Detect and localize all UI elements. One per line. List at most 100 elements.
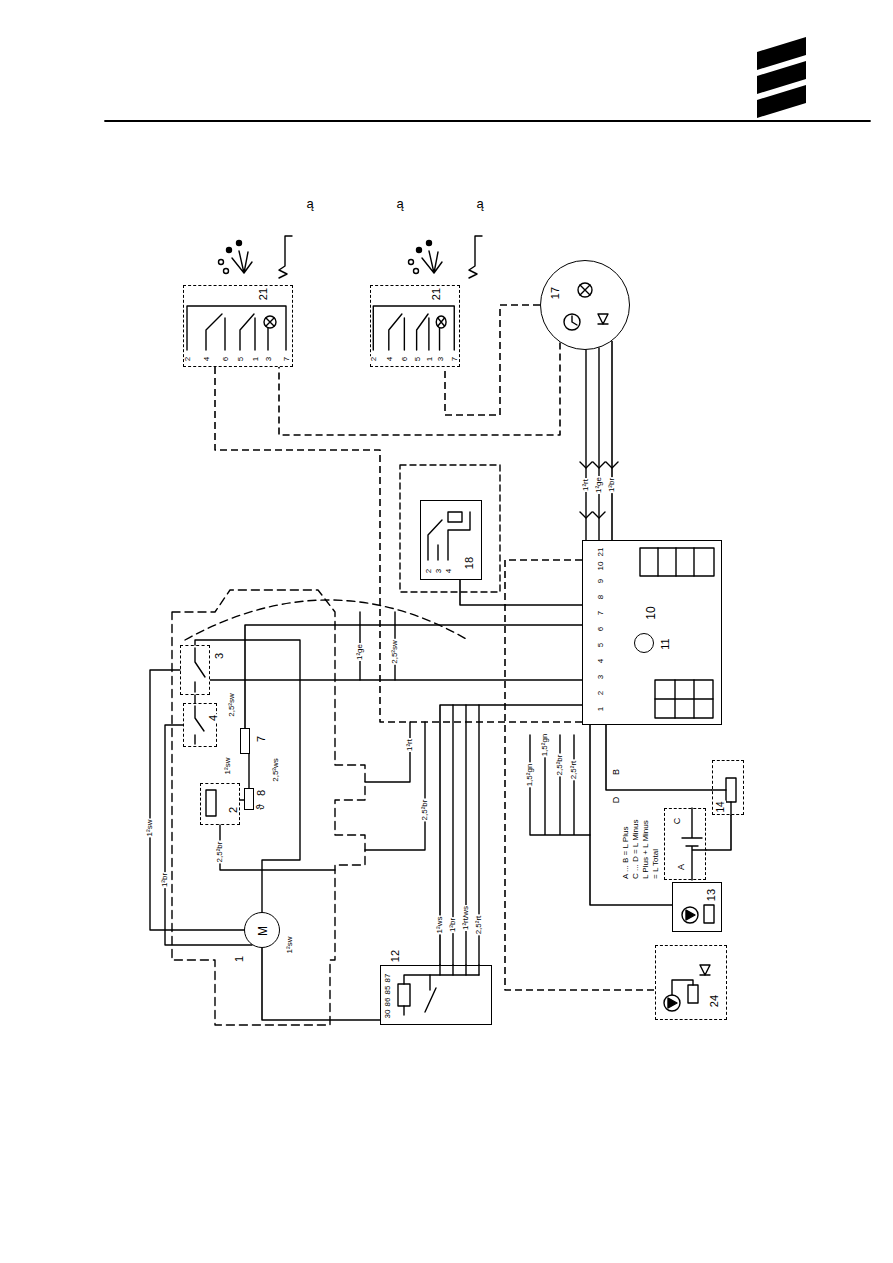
callout-number: 13 — [706, 888, 717, 902]
pump-symbol — [664, 965, 710, 1011]
wire-label: 1²rt/ws — [462, 905, 470, 931]
wire-label: 1²br — [161, 872, 169, 888]
logo-bar — [757, 85, 806, 118]
wire — [165, 725, 252, 945]
position-dot — [219, 260, 224, 265]
fuse-holder-circle: 11 — [634, 633, 654, 653]
terminal-letter: B — [612, 768, 621, 776]
wire — [150, 670, 244, 930]
relay-coil — [398, 984, 410, 1006]
pin-number: 3 — [435, 568, 443, 574]
wire — [360, 612, 395, 680]
pin-number: 4 — [597, 658, 605, 664]
pin-number: 7 — [451, 356, 459, 362]
pin-number: 7 — [597, 610, 605, 616]
header-glyph: ą — [395, 197, 404, 210]
wire-label: 2,5²rt — [475, 915, 483, 936]
plug-connector — [580, 462, 618, 518]
terminal-letter: A — [677, 863, 686, 871]
lamp-cross — [580, 285, 590, 295]
note-line: C ... D = L Minus — [632, 819, 640, 881]
callout-number: 21 — [258, 287, 269, 301]
wire-label: 1²ge — [595, 476, 603, 494]
pump-coil — [688, 985, 698, 1003]
note-line: L Plus + L Minus — [642, 819, 650, 880]
switch-wire — [428, 318, 429, 350]
thermostat-symbol — [400, 465, 500, 592]
callout-number: 17 — [550, 286, 561, 300]
switch-wire — [254, 318, 255, 350]
indicator-circle: 17 — [540, 260, 630, 350]
wire-label: 1²rt — [582, 478, 590, 492]
pin-number: 8 — [597, 594, 605, 600]
callout-number: 11 — [660, 637, 671, 650]
sensor-symbol — [448, 512, 462, 522]
pin-number: 5 — [597, 642, 605, 648]
pin-number: 6 — [222, 356, 230, 362]
pump-box: 13 — [672, 882, 722, 932]
wire-label: 1²ge — [356, 643, 364, 661]
callout-number: 24 — [709, 994, 720, 1008]
wire — [590, 725, 672, 905]
pin-number: 4 — [386, 356, 394, 362]
pin-number: 21 — [597, 547, 605, 558]
pin-number: 2 — [184, 356, 192, 362]
battery-symbol — [682, 808, 706, 880]
dashed-wire — [215, 367, 582, 722]
pump-wire — [672, 975, 710, 995]
switch-symbol — [195, 706, 204, 744]
wire — [245, 625, 582, 728]
callout-number: 18 — [464, 556, 475, 570]
switch-contact — [206, 314, 222, 350]
pin-number: 10 — [597, 561, 605, 572]
switch-position-symbol — [409, 236, 483, 278]
lamp-symbol — [436, 316, 446, 328]
callout-number: 14 — [716, 800, 726, 813]
motor-circle: 1M — [244, 912, 280, 948]
wire — [194, 695, 195, 703]
header-glyph: ą — [475, 197, 484, 210]
position-dot — [409, 260, 414, 265]
pump-triangle — [668, 998, 677, 1008]
wire-label: 2,5²sw — [391, 639, 399, 665]
callout-number: 7 — [256, 735, 267, 743]
position-dot — [224, 269, 229, 274]
callout-number: 10 — [645, 605, 657, 620]
callout-number: 21 — [431, 287, 442, 301]
dashed-wire — [505, 560, 655, 990]
switch-position-symbol — [219, 236, 293, 278]
battery-box: CA — [664, 808, 706, 880]
wire — [220, 825, 335, 870]
wire-label: 1²sw — [224, 757, 232, 776]
wire-label: 2,5²rt — [570, 760, 578, 781]
relay-box: 1230868587 — [380, 965, 492, 1025]
dashed-wire — [279, 342, 560, 435]
pin-number: 30 — [384, 1009, 392, 1020]
dashed-frame — [400, 465, 500, 592]
callout-number: 1 — [234, 955, 245, 963]
relay-contact — [425, 975, 436, 1012]
wire — [586, 348, 599, 540]
pump-triangle — [686, 910, 695, 920]
relay-symbol — [398, 705, 479, 1015]
lamp-symbol — [264, 316, 276, 328]
lamp-cross — [266, 318, 274, 350]
plug-divider — [655, 680, 713, 718]
pin-number: 5 — [414, 356, 422, 362]
position-dot — [417, 248, 422, 253]
control-knob-line — [279, 236, 292, 278]
wire-label: 1²br — [449, 917, 457, 933]
position-dot — [227, 248, 232, 253]
pump-symbol — [682, 905, 714, 923]
position-dot — [427, 241, 432, 246]
symbol: ϑ — [256, 803, 266, 810]
header-glyph: ą — [305, 197, 314, 210]
logo-bar — [757, 61, 806, 94]
switch-box: 212465137 — [370, 285, 460, 367]
battery-plates — [682, 808, 706, 880]
switch-wire — [404, 318, 405, 350]
clock-hand — [572, 316, 577, 325]
switch-wire — [373, 306, 454, 350]
